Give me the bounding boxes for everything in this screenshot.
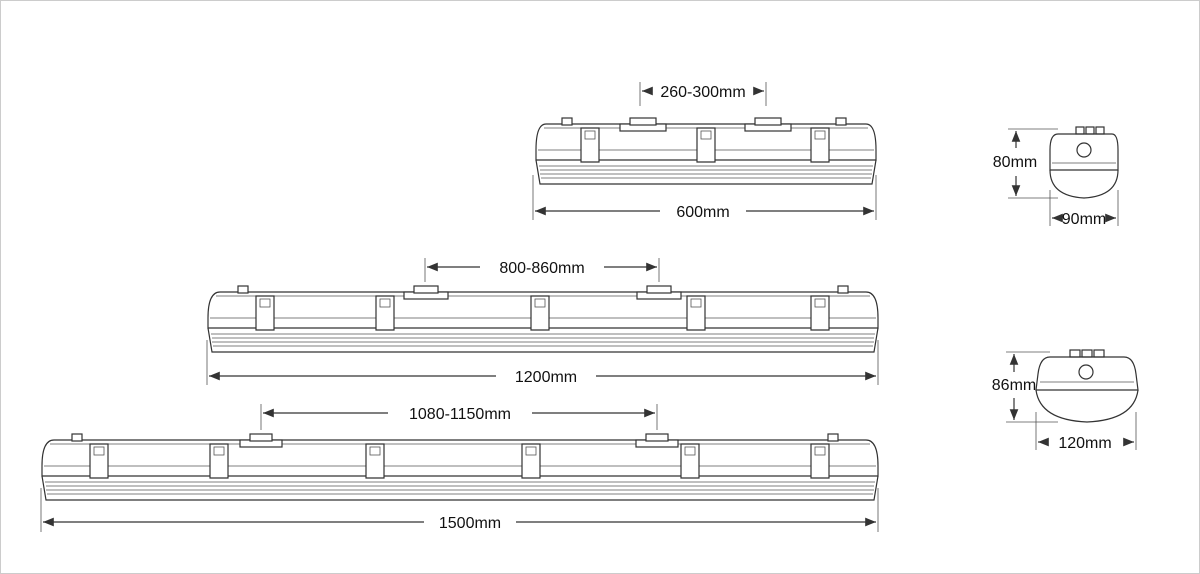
clip (810, 127, 830, 163)
end-view-small-height-label: 80mm (993, 154, 1037, 171)
end-view-large-diffuser (1035, 389, 1139, 423)
end-view-large-housing (1035, 356, 1139, 391)
fixture-600-length-label: 600mm (676, 204, 729, 221)
fixture-1200-length-label: 1200mm (515, 369, 577, 386)
fixture-1500-housing (41, 439, 879, 477)
fixture-600-diffuser (535, 159, 877, 185)
fixture-600-drawing: 260-300mm 600mm (532, 82, 877, 221)
clip (580, 127, 600, 163)
end-view-large-drawing: 86mm 120mm (992, 349, 1139, 452)
end-view-large-height-label: 86mm (992, 377, 1036, 394)
fixture-1500-diffuser (41, 475, 879, 501)
end-view-small-drawing: 80mm 90mm (993, 126, 1119, 228)
clip (696, 127, 716, 163)
end-view-large-width-label: 120mm (1058, 435, 1111, 452)
end-view-small-housing (1049, 133, 1119, 171)
fixture-1200-drawing: 800-860mm 1200mm (206, 258, 879, 386)
end-view-small-width-label: 90mm (1062, 211, 1106, 228)
fixture-1500-drawing: 1080-1150mm 1500mm (40, 404, 879, 532)
fixture-1500-spacing-label: 1080-1150mm (409, 406, 511, 423)
fixture-1500-length-label: 1500mm (439, 515, 501, 532)
fixture-1200-diffuser (207, 327, 879, 353)
end-view-small-diffuser (1049, 169, 1119, 199)
fixture-1200-spacing-label: 800-860mm (499, 260, 584, 277)
fixture-600-spacing-label: 260-300mm (660, 84, 745, 101)
